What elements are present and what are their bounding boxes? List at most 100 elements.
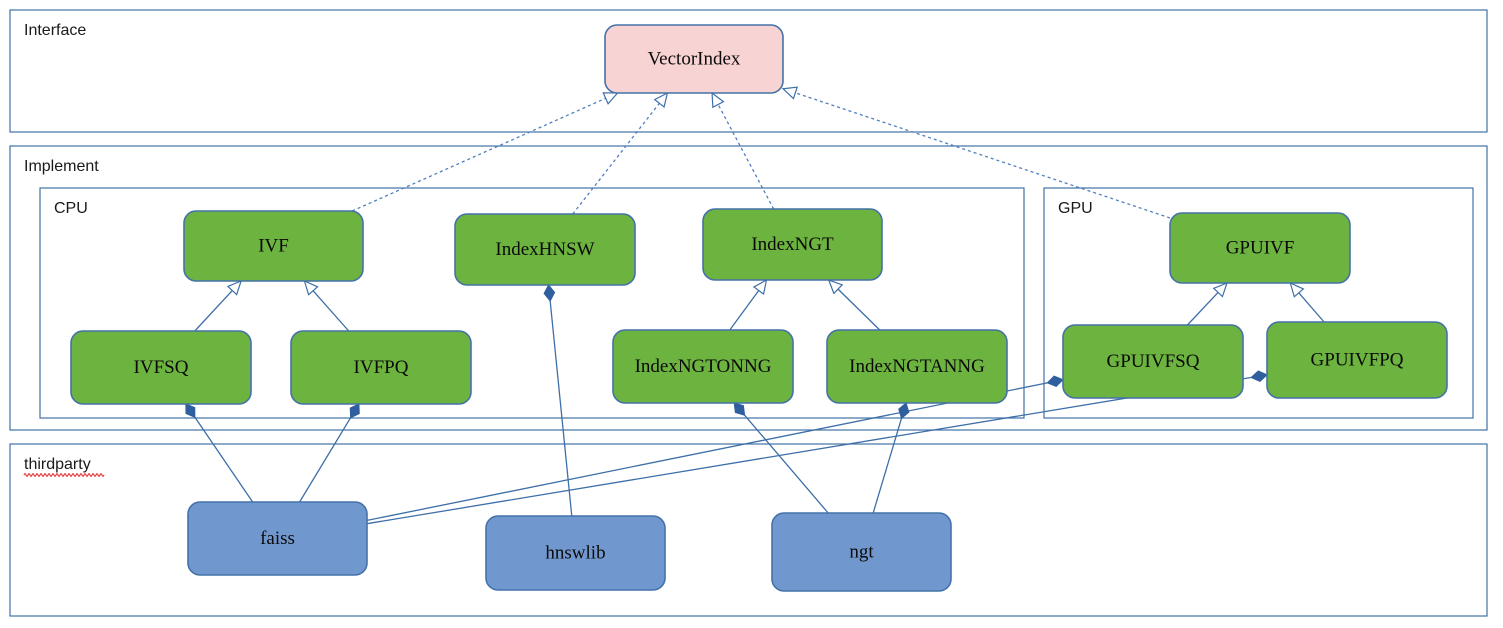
edge-indexngt-to-vectorindex [711,91,775,210]
edge-faiss-to-ivfsq [185,403,254,503]
edge-line [351,97,607,212]
node-ivfsq[interactable]: IVFSQ [70,330,252,405]
edge-line [729,289,760,331]
node-box[interactable] [187,501,368,576]
edge-line [872,416,903,514]
container-label-cpu: CPU [54,200,88,217]
edge-faiss-to-ivfpq [299,403,360,503]
node-label-gpuivf: GPUIVF [1226,237,1295,258]
triangle-arrowhead-icon [602,92,619,105]
node-label-hnswlib: hnswlib [545,542,605,563]
node-label-faiss: faiss [260,528,295,549]
node-box[interactable] [702,208,883,281]
edge-ngt-to-indexngtanng [872,402,910,514]
triangle-arrowhead-icon [752,278,768,296]
node-box[interactable] [771,512,952,592]
triangle-arrowhead-icon [781,86,799,100]
edge-layer [185,86,1325,525]
diamond-arrowhead-icon [185,403,196,418]
node-faiss[interactable]: faiss [187,501,368,576]
node-gpuivf[interactable]: GPUIVF [1169,212,1351,284]
edge-line [311,289,350,332]
node-label-indexngt: IndexNGT [751,234,834,255]
edge-gpuivfsq-to-gpuivf [1186,281,1228,326]
node-box[interactable] [485,515,666,591]
diamond-arrowhead-icon [349,403,360,419]
node-label-gpuivfpq: GPUIVFPQ [1311,349,1404,370]
node-label-indexngtonng: IndexNGTONNG [635,356,772,377]
node-gpuivfpq[interactable]: GPUIVFPQ [1266,321,1448,399]
container-label-thirdparty: thirdparty [24,456,91,473]
edge-line [366,381,1049,522]
node-label-ngt: ngt [849,541,874,562]
node-indexhnsw[interactable]: IndexHNSW [454,213,636,286]
spellcheck-underline [23,473,105,477]
edge-ngt-to-indexngtonng [733,402,829,514]
node-box[interactable] [612,329,794,404]
diamond-arrowhead-icon [543,284,556,302]
node-box[interactable] [826,329,1008,404]
node-label-indexhnsw: IndexHNSW [495,239,594,260]
node-box[interactable] [1169,212,1351,284]
edge-indexngtonng-to-indexngt [729,278,768,331]
node-label-gpuivfsq: GPUIVFSQ [1107,351,1200,372]
triangle-arrowhead-icon [653,91,669,108]
edge-line [549,299,573,517]
edge-indexhnsw-to-vectorindex [572,91,669,215]
node-box[interactable] [290,330,472,405]
container-label-gpu: GPU [1058,200,1093,217]
edge-faiss-to-gpuivfsq [366,375,1064,522]
edge-line [194,289,234,332]
edge-gpuivf-to-vectorindex [781,86,1171,219]
node-label-ivfpq: IVFPQ [354,357,409,378]
node-label-ivfsq: IVFSQ [134,357,189,378]
edge-faiss-to-gpuivfpq [366,370,1268,525]
edge-ivf-to-vectorindex [351,92,619,212]
node-box[interactable] [70,330,252,405]
node-box[interactable] [604,24,784,94]
node-label-indexngtanng: IndexNGTANNG [849,356,985,377]
edge-indexngtanng-to-indexngt [827,278,881,331]
edge-line [299,416,352,503]
edge-line [743,413,829,514]
node-ivfpq[interactable]: IVFPQ [290,330,472,405]
node-indexngtonng[interactable]: IndexNGTONNG [612,329,794,404]
triangle-arrowhead-icon [303,279,319,296]
triangle-arrowhead-icon [711,91,725,109]
node-ivf[interactable]: IVF [183,210,364,282]
container-label-interface: Interface [24,22,86,39]
diamond-arrowhead-icon [898,402,910,420]
edge-line [836,287,881,331]
triangle-arrowhead-icon [1289,281,1305,298]
diamond-arrowhead-icon [1046,375,1064,388]
node-box[interactable] [454,213,636,286]
diamond-arrowhead-icon [1250,370,1268,382]
node-label-ivf: IVF [258,235,289,256]
edge-line [193,415,254,503]
node-label-vectorindex: VectorIndex [648,48,741,69]
container-label-implement: Implement [24,158,99,175]
edge-ivfpq-to-ivf [303,279,350,332]
triangle-arrowhead-icon [226,279,243,296]
edge-line [794,91,1171,219]
node-indexngt[interactable]: IndexNGT [702,208,883,281]
node-vectorindex[interactable]: VectorIndex [604,24,784,94]
edge-line [366,376,1253,525]
node-ngt[interactable]: ngt [771,512,952,592]
edge-line [717,103,775,210]
triangle-arrowhead-icon [1212,281,1228,298]
node-box[interactable] [1266,321,1448,399]
node-box[interactable] [1062,324,1244,399]
edge-line [1186,291,1220,326]
edge-hnswlib-to-indexhnsw [543,284,573,517]
node-gpuivfsq[interactable]: GPUIVFSQ [1062,324,1244,399]
node-box[interactable] [183,210,364,282]
edge-gpuivfpq-to-gpuivf [1289,281,1325,323]
node-indexngtanng[interactable]: IndexNGTANNG [826,329,1008,404]
edge-line [1297,291,1325,323]
edge-ivfsq-to-ivf [194,279,243,332]
node-hnswlib[interactable]: hnswlib [485,515,666,591]
